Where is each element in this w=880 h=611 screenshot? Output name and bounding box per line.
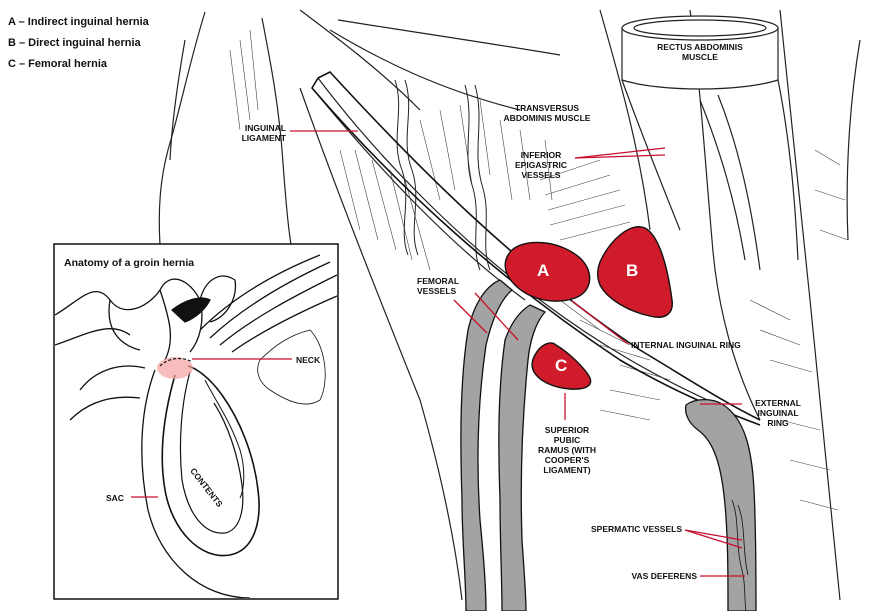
label-neck: NECK: [296, 355, 320, 365]
label-rectus-abdominis: RECTUS ABDOMINIS MUSCLE: [640, 42, 760, 62]
label-femoral-vessels: FEMORAL VESSELS: [417, 276, 477, 296]
inset-panel: [54, 244, 338, 599]
label-superior-pubic-ramus: SUPERIOR PUBIC RAMUS (WITH COOPER'S LIGA…: [532, 425, 602, 475]
inset-title: Anatomy of a groin hernia: [64, 257, 194, 269]
label-spermatic-vessels: SPERMATIC VESSELS: [560, 524, 682, 534]
label-internal-ring: INTERNAL INGUINAL RING: [631, 340, 771, 350]
marker-b: B: [626, 261, 638, 281]
marker-c: C: [555, 356, 567, 376]
legend-item-c: C – Femoral hernia: [8, 58, 107, 70]
marker-a: A: [537, 261, 549, 281]
label-external-ring: EXTERNAL INGUINAL RING: [748, 398, 808, 428]
label-inferior-epigastric: INFERIOR EPIGASTRIC VESSELS: [508, 150, 574, 180]
legend-item-b: B – Direct inguinal hernia: [8, 37, 141, 49]
muscle-strands: [395, 80, 490, 270]
label-transversus-abdominis: TRANSVERSUS ABDOMINIS MUSCLE: [492, 103, 602, 123]
label-vas-deferens: VAS DEFERENS: [580, 571, 697, 581]
label-sac: SAC: [106, 493, 124, 503]
legend-item-a: A – Indirect inguinal hernia: [8, 16, 149, 28]
label-inguinal-ligament: INGUINAL LIGAMENT: [224, 123, 286, 143]
